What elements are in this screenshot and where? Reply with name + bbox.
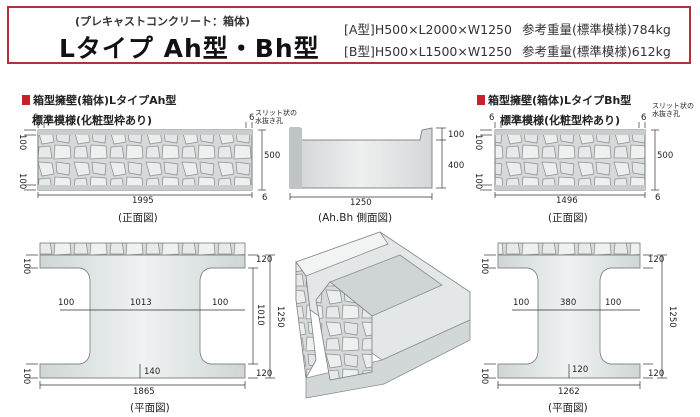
svg-text:1013: 1013	[130, 298, 152, 308]
svg-text:100: 100	[212, 298, 228, 308]
svg-text:120: 120	[256, 369, 272, 379]
svg-text:1250: 1250	[275, 306, 285, 328]
svg-text:100: 100	[21, 258, 31, 274]
right-front-dims	[480, 122, 659, 198]
right-front-caption: (正面図)	[548, 212, 588, 224]
svg-text:1010: 1010	[255, 304, 265, 326]
svg-text:120: 120	[648, 255, 664, 265]
red-marker-icon	[22, 95, 30, 105]
left-slit-label: スリット状の水抜き孔	[255, 109, 297, 125]
isometric-view	[295, 231, 471, 399]
right-slit-label: スリット状の水抜き孔	[652, 102, 694, 118]
svg-text:100: 100	[17, 173, 27, 189]
left-plan-dims	[26, 254, 275, 389]
svg-text:100: 100	[473, 173, 483, 189]
left-section-title: 箱型擁壁(箱体)LタイプAh型	[22, 92, 176, 108]
svg-text:1262: 1262	[558, 387, 580, 397]
svg-text:120: 120	[572, 365, 588, 375]
svg-text:1865: 1865	[133, 387, 155, 397]
svg-text:100: 100	[21, 368, 31, 384]
left-pattern-label: 標準模様(化粧型枠あり)	[32, 114, 153, 127]
left-front-view	[37, 129, 253, 191]
svg-text:1250: 1250	[667, 306, 677, 328]
stone-panel	[37, 129, 253, 191]
svg-text:6: 6	[641, 113, 646, 123]
svg-text:120: 120	[256, 255, 272, 265]
red-marker-icon	[477, 95, 485, 105]
svg-text:100: 100	[605, 298, 621, 308]
right-plan-dims	[484, 254, 667, 389]
svg-text:6: 6	[655, 193, 660, 203]
left-plan-caption: (平面図)	[130, 402, 170, 414]
svg-text:380: 380	[560, 298, 576, 308]
right-section-title: 箱型擁壁(箱体)LタイプBh型	[477, 92, 631, 108]
subtitle: (プレキャストコンクリート：箱体)	[75, 15, 251, 28]
side-view	[289, 127, 433, 189]
svg-text:120: 120	[648, 369, 664, 379]
svg-text:1250: 1250	[350, 198, 372, 208]
svg-text:500: 500	[264, 151, 280, 161]
svg-text:6: 6	[262, 193, 267, 203]
right-plan-view	[497, 242, 641, 379]
page-title: Lタイプ Ah型・Bh型	[59, 34, 320, 63]
side-caption: (Ah.Bh 側面図)	[318, 212, 393, 224]
svg-text:500: 500	[657, 151, 673, 161]
side-dims	[289, 127, 446, 200]
svg-text:400: 400	[448, 161, 464, 171]
stone-panel	[494, 129, 646, 191]
svg-text:100: 100	[479, 258, 489, 274]
svg-text:6: 6	[249, 113, 254, 123]
left-plan-view	[39, 242, 246, 379]
svg-text:140: 140	[144, 367, 160, 377]
left-front-dims	[24, 122, 266, 198]
right-pattern-label: 標準模様(化粧型枠あり)	[500, 114, 621, 127]
title-box: (プレキャストコンクリート：箱体) Lタイプ Ah型・Bh型 [A型]H500×…	[7, 6, 691, 64]
left-front-caption: (正面図)	[118, 212, 158, 224]
svg-text:1496: 1496	[556, 196, 578, 206]
svg-text:100: 100	[17, 134, 27, 150]
svg-text:100: 100	[58, 298, 74, 308]
svg-text:100: 100	[473, 134, 483, 150]
svg-text:100: 100	[513, 298, 529, 308]
svg-text:6: 6	[33, 113, 38, 123]
right-front-view	[494, 129, 646, 191]
svg-text:100: 100	[479, 368, 489, 384]
right-plan-caption: (平面図)	[548, 402, 588, 414]
svg-text:6: 6	[489, 113, 494, 123]
svg-text:100: 100	[448, 130, 464, 140]
svg-text:1995: 1995	[132, 196, 154, 206]
